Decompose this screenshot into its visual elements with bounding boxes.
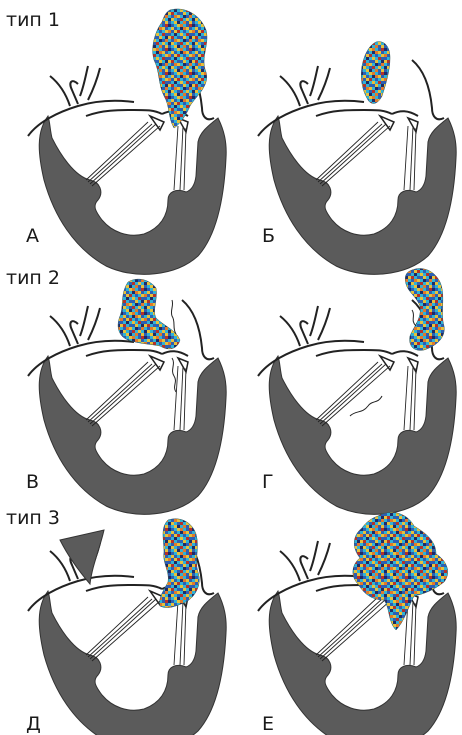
panel-a [28, 9, 226, 274]
panel-v [28, 279, 226, 514]
panel-letter-a: А [26, 225, 39, 247]
panel-letter-v: В [26, 471, 39, 493]
regurgitant-jet-v [118, 279, 180, 349]
regurgitant-jet-g [405, 269, 444, 351]
panel-letter-e: Е [262, 713, 274, 735]
panel-b [258, 42, 456, 275]
panel-letter-g: Г [262, 471, 274, 493]
panel-d [28, 519, 226, 735]
regurgitant-jet-b [361, 42, 390, 104]
type-3-label: тип 3 [6, 507, 60, 529]
type-1-label: тип 1 [6, 9, 60, 31]
regurgitant-jet-a [153, 9, 207, 128]
panel-g [258, 269, 456, 515]
panel-e [258, 512, 456, 735]
panel-letter-b: Б [262, 225, 275, 247]
regurgitant-jet-d [160, 519, 200, 608]
panel-letter-d: Д [26, 713, 41, 735]
type-2-label: тип 2 [6, 267, 60, 289]
